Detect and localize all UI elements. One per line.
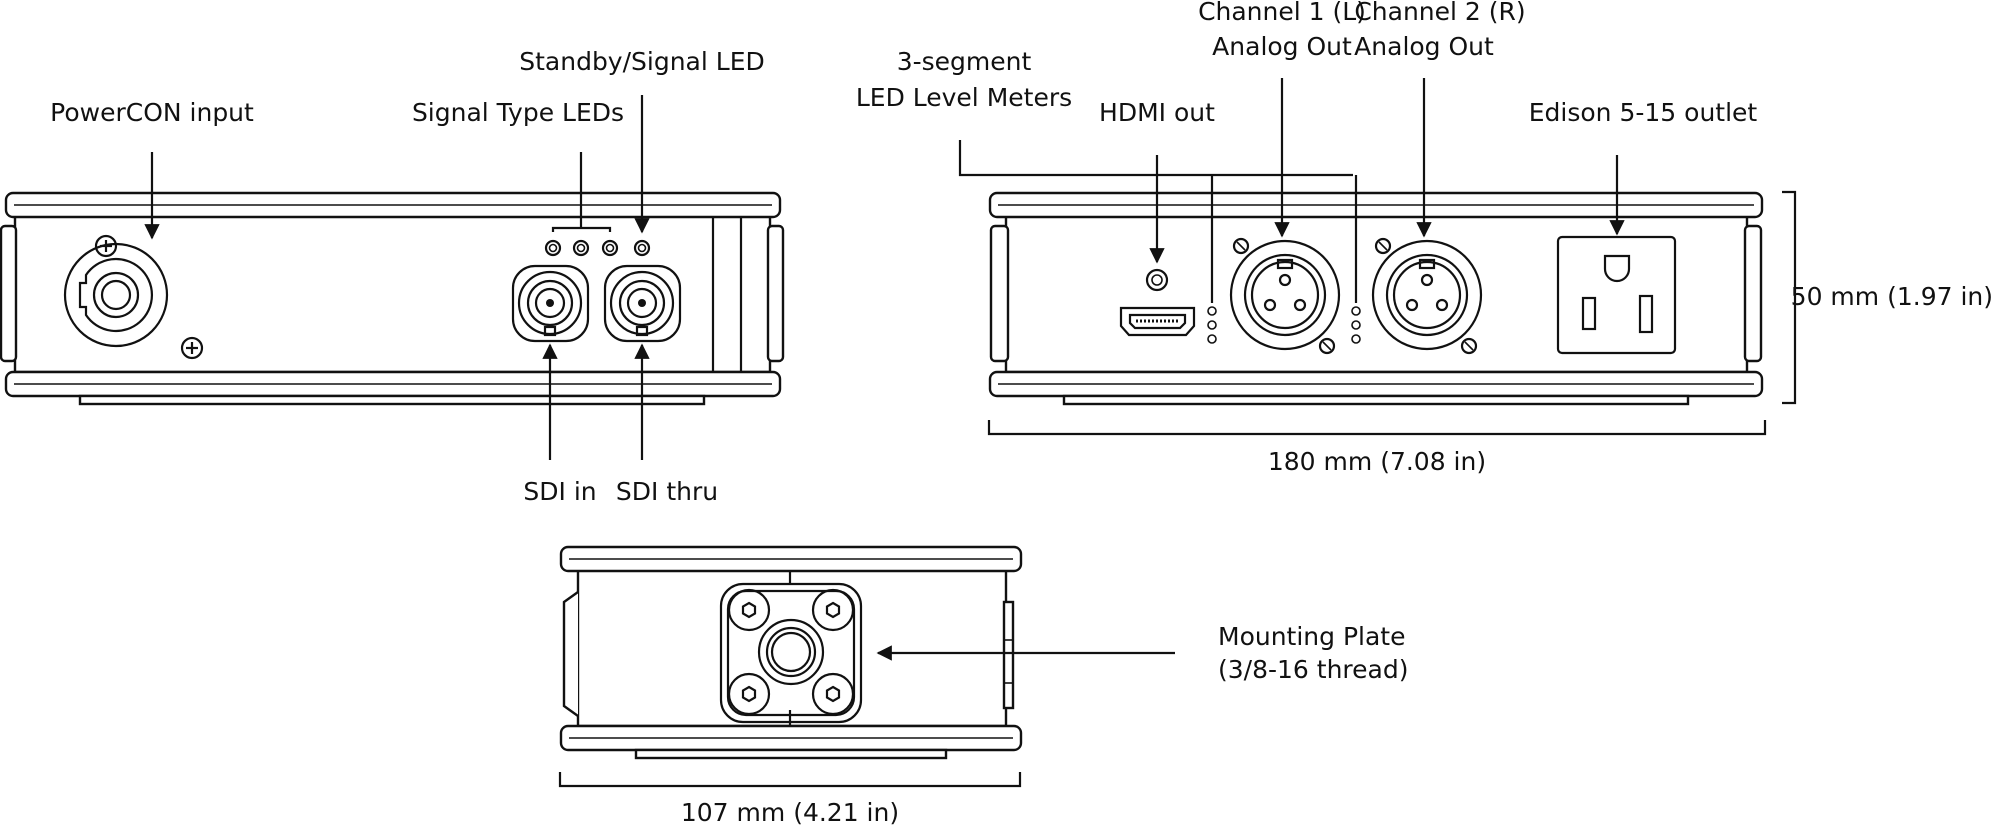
- screw-icon: [180, 336, 204, 360]
- front-panel-view: PowerCON input Signal Type LEDs Standby/…: [0, 47, 785, 506]
- sdi-in-label: SDI in: [523, 477, 596, 506]
- rear-left-bumper: [989, 224, 1010, 363]
- bottom-view: Mounting Plate (3/8-16 thread) 107 mm (4…: [558, 545, 1408, 825]
- rear-foot: [1062, 394, 1690, 406]
- sdi-thru-connector: [603, 264, 682, 343]
- hdmi-out-label: HDMI out: [1099, 98, 1215, 127]
- led-meters-label-line2: LED Level Meters: [856, 83, 1072, 112]
- mounting-plate-label-line2: (3/8-16 thread): [1218, 655, 1408, 684]
- rear-right-bumper: [1743, 224, 1763, 363]
- standby-signal-led-label: Standby/Signal LED: [519, 47, 765, 76]
- bottom-foot: [634, 748, 948, 760]
- depth-dimension-bracket: [558, 772, 1022, 788]
- xlr-channel-1-connector: [1229, 237, 1341, 355]
- height-dimension-label: 50 mm (1.97 in): [1791, 282, 1993, 311]
- powercon-connector: [63, 234, 204, 360]
- edison-outlet-label: Edison 5-15 outlet: [1529, 98, 1758, 127]
- rear-panel-view: 3-segment LED Level Meters HDMI out Chan…: [856, 0, 1993, 476]
- led-meters-label-line1: 3-segment: [897, 47, 1032, 76]
- bottom-left-bumper: [562, 591, 579, 717]
- front-body: [13, 210, 772, 374]
- signal-type-leds-label: Signal Type LEDs: [412, 98, 624, 127]
- sdi-thru-label: SDI thru: [616, 477, 718, 506]
- screw-icon: [1232, 237, 1250, 255]
- rear-body: [1004, 210, 1749, 374]
- bottom-right-bumper: [1002, 600, 1015, 710]
- screw-icon: [1318, 337, 1336, 355]
- height-dimension-bracket: [1782, 190, 1797, 405]
- ch2-label-line2: Analog Out: [1354, 32, 1494, 61]
- front-left-bumper: [0, 224, 18, 363]
- screw-icon: [1460, 337, 1478, 355]
- depth-dimension-label: 107 mm (4.21 in): [681, 798, 899, 825]
- hex-screw-icon: [825, 685, 841, 703]
- mounting-plate: [719, 582, 863, 724]
- sdi-in-connector: [511, 264, 590, 343]
- powercon-input-label: PowerCON input: [50, 98, 254, 127]
- width-dimension-label: 180 mm (7.08 in): [1268, 447, 1486, 476]
- ch2-label-line1: Channel 2 (R): [1354, 0, 1525, 26]
- standby-signal-led: [633, 239, 651, 257]
- level-meter-ch2: [1351, 306, 1361, 344]
- hdmi-out-port: [1119, 268, 1196, 337]
- ch1-label-line1: Channel 1 (L): [1198, 0, 1366, 26]
- hex-screw-icon: [741, 685, 757, 703]
- xlr-channel-2-connector: [1371, 237, 1483, 355]
- mounting-plate-label-line1: Mounting Plate: [1218, 622, 1406, 651]
- front-right-bumper: [766, 224, 785, 363]
- width-dimension-bracket: [987, 420, 1767, 436]
- ch1-label-line2: Analog Out: [1212, 32, 1352, 61]
- hex-screw-icon: [825, 601, 841, 619]
- front-foot: [78, 394, 706, 406]
- level-meter-ch1: [1207, 306, 1217, 344]
- screw-icon: [1374, 237, 1392, 255]
- signal-type-leds: [544, 239, 619, 257]
- edison-outlet: [1556, 235, 1677, 355]
- screw-icon: [94, 234, 118, 258]
- hex-screw-icon: [741, 601, 757, 619]
